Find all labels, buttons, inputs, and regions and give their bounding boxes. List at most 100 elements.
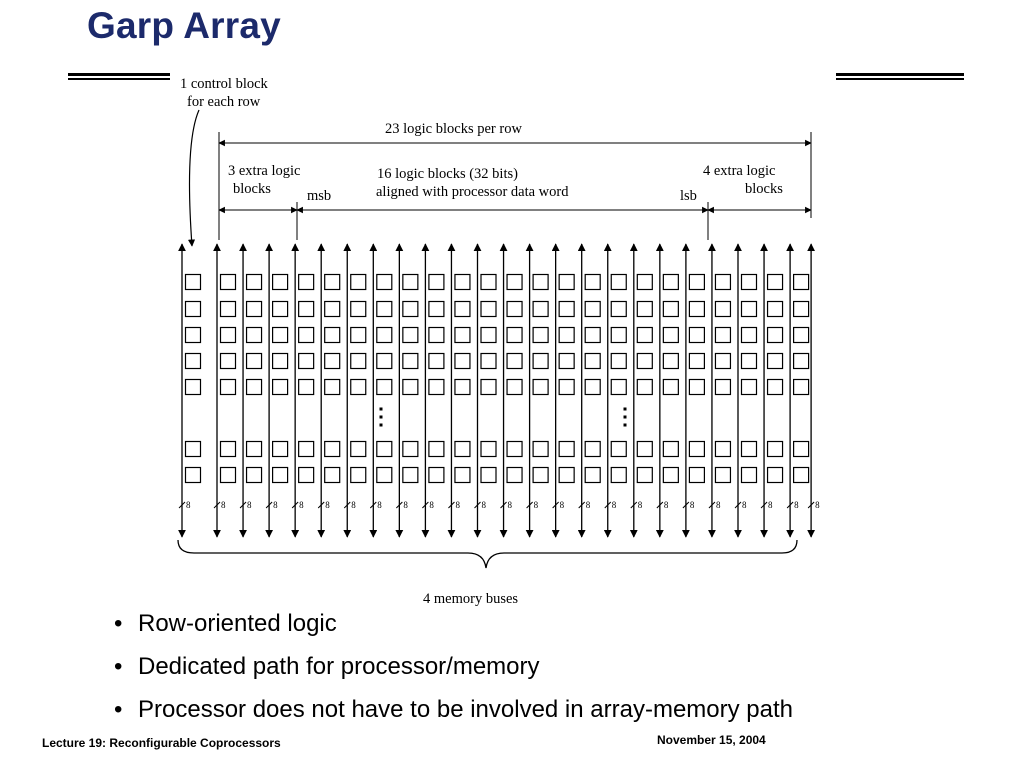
- logic-block: [298, 352, 315, 370]
- bus-width-label: 8: [794, 500, 799, 510]
- logic-block: [324, 466, 341, 484]
- logic-block: [688, 300, 706, 318]
- bus-width-label: 8: [273, 500, 278, 510]
- bus-width-label: 8: [221, 500, 226, 510]
- bus-width-label: 8: [429, 500, 434, 510]
- logic-block: [428, 378, 445, 396]
- logic-block: [740, 273, 758, 291]
- ellipsis-dot: [623, 415, 627, 419]
- logic-block: [766, 466, 784, 484]
- bus-width-label: 8: [638, 500, 643, 510]
- logic-block: [584, 440, 601, 458]
- logic-block: [219, 440, 237, 458]
- logic-block: [532, 378, 549, 396]
- logic-block: [532, 352, 549, 370]
- logic-block: [350, 326, 367, 344]
- logic-block: [480, 300, 497, 318]
- logic-block: [454, 273, 471, 291]
- logic-block: [298, 440, 315, 458]
- logic-block: [688, 440, 706, 458]
- logic-block: [662, 352, 679, 370]
- logic-block: [506, 273, 523, 291]
- bus-width-label: 8: [299, 500, 304, 510]
- logic-block: [428, 300, 445, 318]
- logic-block: [184, 300, 202, 318]
- logic-block: [350, 440, 367, 458]
- logic-block: [558, 352, 575, 370]
- logic-block: [506, 300, 523, 318]
- bus-width-label: 8: [586, 500, 591, 510]
- bus-width-tick: [422, 501, 429, 509]
- bus-width-tick: [178, 501, 186, 509]
- logic-block: [402, 378, 419, 396]
- logic-block: [688, 326, 706, 344]
- logic-block: [245, 440, 263, 458]
- bus-width-label: 8: [534, 500, 539, 510]
- logic-block: [219, 378, 237, 396]
- bus-width-tick: [604, 501, 612, 509]
- slide-title: Garp Array: [87, 5, 281, 46]
- logic-block: [584, 466, 601, 484]
- logic-block: [636, 440, 653, 458]
- bus-width-label: 8: [403, 500, 408, 510]
- logic-block: [558, 466, 575, 484]
- logic-block: [584, 352, 601, 370]
- logic-block: [324, 378, 341, 396]
- bus-width-tick: [343, 501, 351, 509]
- logic-block: [324, 326, 341, 344]
- logic-block: [219, 352, 237, 370]
- bus-width-tick: [786, 501, 794, 509]
- bus-width-tick: [448, 501, 455, 509]
- logic-block: [610, 326, 627, 344]
- logic-block: [558, 378, 575, 396]
- logic-block: [610, 273, 627, 291]
- logic-block: [766, 378, 784, 396]
- logic-block: [402, 352, 419, 370]
- bus-width-tick: [578, 501, 586, 509]
- logic-block: [272, 300, 289, 318]
- logic-block: [324, 273, 341, 291]
- logic-block: [272, 440, 289, 458]
- logic-block: [480, 466, 497, 484]
- logic-block: [610, 466, 627, 484]
- bullet-item: Row-oriented logic: [112, 608, 793, 651]
- logic-block: [402, 440, 419, 458]
- logic-block: [766, 326, 784, 344]
- logic-block: [584, 378, 601, 396]
- logic-block: [662, 300, 679, 318]
- middle-blocks-label-line1: 16 logic blocks (32 bits): [377, 166, 518, 182]
- logic-block: [350, 300, 367, 318]
- logic-block: [532, 273, 549, 291]
- logic-block: [402, 300, 419, 318]
- right-extra-label-line1: 4 extra logic: [703, 163, 775, 179]
- logic-block: [219, 466, 237, 484]
- logic-block: [402, 273, 419, 291]
- logic-block: [792, 273, 810, 291]
- logic-block: [506, 440, 523, 458]
- bus-width-tick: [708, 501, 716, 509]
- footer-lecture-title: Lecture 19: Reconfigurable Coprocessors: [42, 736, 281, 750]
- logic-block: [428, 273, 445, 291]
- logic-block: [792, 300, 810, 318]
- logic-block: [714, 326, 732, 344]
- right-extra-label-line2: blocks: [745, 181, 783, 197]
- total-blocks-label: 23 logic blocks per row: [385, 121, 522, 137]
- logic-block: [324, 300, 341, 318]
- bus-width-tick: [682, 501, 690, 509]
- logic-block: [740, 300, 758, 318]
- bus-lines: [178, 243, 815, 538]
- logic-block: [480, 273, 497, 291]
- logic-block: [376, 326, 393, 344]
- logic-block: [184, 273, 202, 291]
- logic-block: [245, 466, 263, 484]
- logic-block: [740, 466, 758, 484]
- bus-width-label: 8: [690, 500, 695, 510]
- logic-block: [272, 273, 289, 291]
- bus-width-label: 8: [664, 500, 669, 510]
- msb-label: msb: [307, 188, 331, 204]
- bus-width-label: 8: [455, 500, 460, 510]
- bullet-item: Dedicated path for processor/memory: [112, 651, 793, 694]
- bus-width-label: 8: [482, 500, 487, 510]
- logic-block: [506, 352, 523, 370]
- logic-block: [298, 326, 315, 344]
